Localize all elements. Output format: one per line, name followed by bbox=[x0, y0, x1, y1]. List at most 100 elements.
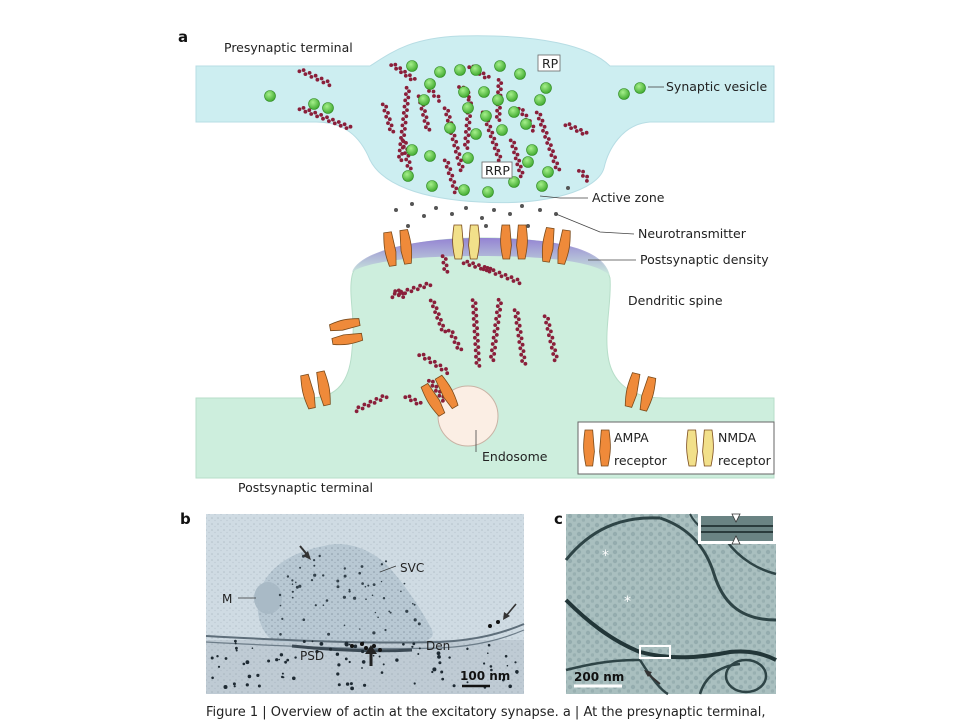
gold-particle bbox=[448, 656, 451, 659]
gold-particle bbox=[489, 665, 493, 668]
psd-band-b bbox=[291, 644, 413, 653]
m-label: M bbox=[222, 592, 232, 606]
gold-particle bbox=[516, 671, 518, 674]
gold-particle bbox=[302, 640, 306, 643]
actin-filament bbox=[542, 314, 559, 363]
vesicle bbox=[458, 86, 470, 98]
gold-particle bbox=[436, 651, 441, 656]
actin-filament bbox=[442, 158, 459, 195]
inset-c bbox=[698, 513, 776, 545]
gold-particle bbox=[235, 646, 238, 650]
actin-filament bbox=[403, 394, 423, 406]
gold-particle bbox=[360, 642, 364, 646]
gold-particle bbox=[348, 588, 351, 591]
gold-particle bbox=[343, 574, 347, 578]
vesicle bbox=[480, 110, 492, 122]
neurotransmitter-label: Neurotransmitter bbox=[638, 226, 747, 241]
legend-ampa-icon bbox=[583, 429, 611, 467]
gold-particle bbox=[234, 642, 237, 645]
actin-filament bbox=[489, 297, 503, 363]
gold-particle bbox=[431, 670, 434, 674]
vesicle bbox=[540, 82, 552, 94]
gold-particle bbox=[417, 653, 420, 655]
gold-particle bbox=[361, 660, 366, 664]
panel-b: b SVC M PSD bbox=[180, 510, 525, 694]
vesicle bbox=[478, 86, 490, 98]
gold-particle bbox=[378, 648, 382, 652]
gold-particle bbox=[343, 624, 346, 627]
gold-particle bbox=[374, 611, 377, 614]
gold-particle bbox=[336, 672, 340, 676]
vesicle bbox=[406, 144, 418, 156]
synaptic-vesicles bbox=[264, 60, 646, 198]
neurotransmitter-dot bbox=[520, 204, 524, 208]
gold-particle bbox=[291, 590, 294, 593]
gold-particle bbox=[417, 622, 421, 626]
ampa-receptor bbox=[624, 372, 657, 412]
postsynaptic-density-label: Postsynaptic density bbox=[640, 252, 769, 267]
scale-label-b: 100 nm bbox=[460, 669, 510, 683]
gold-particle bbox=[314, 604, 317, 607]
vesicle bbox=[508, 106, 520, 118]
gold-particle bbox=[335, 652, 340, 656]
gold-particle bbox=[363, 683, 367, 687]
gold-particle bbox=[311, 640, 314, 643]
gold-particle bbox=[353, 596, 357, 600]
ampa-receptor bbox=[300, 370, 331, 410]
neurotransmitter-dot bbox=[422, 214, 426, 218]
legend-nmda-icon bbox=[686, 429, 714, 467]
gold-particle bbox=[322, 574, 325, 577]
ampa-receptor bbox=[329, 318, 364, 346]
neurotransmitter-dot bbox=[526, 224, 530, 228]
gold-particle bbox=[502, 678, 505, 682]
neurotransmitter-dot bbox=[434, 206, 438, 210]
postsynaptic-terminal-label: Postsynaptic terminal bbox=[238, 480, 373, 495]
gold-particles-b bbox=[210, 554, 519, 691]
synapse-box-c bbox=[639, 645, 671, 659]
gold-particle bbox=[310, 579, 314, 582]
gold-particle bbox=[380, 580, 383, 583]
gold-particle bbox=[413, 682, 416, 685]
gold-particle bbox=[411, 645, 414, 648]
gold-particle bbox=[504, 654, 508, 658]
actin-filament bbox=[446, 328, 464, 352]
gold-particle bbox=[315, 649, 319, 654]
vesicle bbox=[454, 64, 466, 76]
vesicle bbox=[470, 128, 482, 140]
gold-particle bbox=[487, 652, 489, 654]
actin-filament bbox=[417, 352, 450, 376]
gold-particle bbox=[344, 641, 349, 646]
gold-particle bbox=[432, 667, 437, 672]
gold-particle bbox=[279, 633, 282, 636]
scale-label-c: 200 nm bbox=[574, 670, 624, 684]
synaptic-vesicle-label: Synaptic vesicle bbox=[666, 79, 767, 94]
vesicle bbox=[406, 60, 418, 72]
gold-particle bbox=[294, 656, 297, 659]
gold-particle bbox=[279, 653, 284, 657]
arrow-icon bbox=[299, 545, 311, 560]
gold-particle bbox=[388, 610, 391, 613]
gold-particle bbox=[279, 604, 282, 607]
gold-particle bbox=[291, 583, 294, 585]
vesicle bbox=[482, 186, 494, 198]
gold-particle bbox=[403, 582, 406, 585]
gold-particle bbox=[353, 644, 358, 649]
gold-particle bbox=[405, 609, 409, 613]
gold-particle bbox=[361, 649, 365, 654]
vesicle bbox=[308, 98, 320, 110]
neurotransmitter-dot bbox=[538, 208, 542, 212]
gold-particle bbox=[257, 684, 261, 688]
neurotransmitter-molecules bbox=[394, 186, 570, 228]
gold-particle bbox=[466, 681, 469, 684]
gold-particle bbox=[211, 676, 214, 680]
gold-particle bbox=[325, 599, 329, 602]
gold-particle bbox=[256, 673, 260, 678]
vesicle bbox=[434, 66, 446, 78]
svg-text:RRP: RRP bbox=[485, 163, 510, 178]
gold-particle bbox=[402, 643, 405, 646]
gold-particle bbox=[337, 683, 341, 687]
gold-particle bbox=[234, 639, 237, 643]
gold-particle bbox=[313, 564, 316, 567]
vesicle bbox=[424, 150, 436, 162]
svg-text:receptor: receptor bbox=[614, 453, 668, 468]
